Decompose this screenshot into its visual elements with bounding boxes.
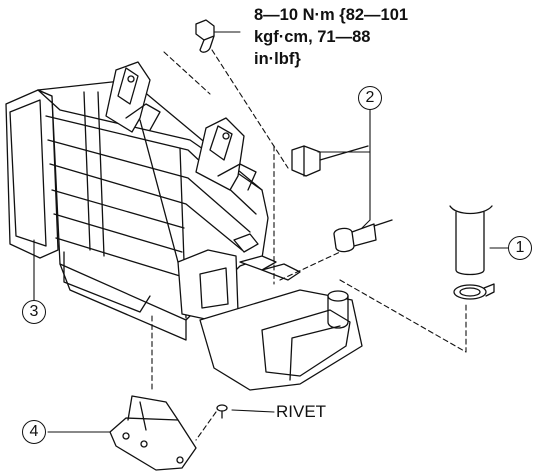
- leader-lines: [33, 107, 509, 433]
- callout-3: 3: [22, 300, 46, 324]
- upper-mounting-bracket: [105, 61, 161, 133]
- callout-2: 2: [358, 86, 382, 110]
- vent-hose: [449, 205, 493, 276]
- hose-clamp: [453, 283, 495, 300]
- rivet-label: RIVET: [276, 402, 327, 421]
- rivet: [216, 404, 228, 419]
- torque-spec-line-2: kgf·cm, 71—88: [254, 28, 371, 46]
- vent-cap: [327, 290, 349, 329]
- lower-tray: [199, 289, 363, 391]
- lower-bracket: [109, 395, 197, 471]
- mounting-bolt: [195, 19, 241, 53]
- callout-4: 4: [22, 420, 46, 444]
- torque-spec: 8—10 N·m {82—101 kgf·cm, 71—88 in·lbf}: [254, 4, 454, 70]
- torque-spec-line-3: in·lbf}: [254, 50, 301, 68]
- rear-mounting-bracket: [195, 117, 257, 191]
- pipe-connector-upper: [291, 145, 369, 177]
- assembly-guide-lines: [151, 49, 467, 441]
- pipe-connector-lower: [333, 219, 393, 253]
- canister-front-end: [177, 233, 301, 321]
- torque-spec-line-1: 8—10 N·m {82—101: [254, 6, 409, 24]
- callout-1: 1: [508, 236, 532, 260]
